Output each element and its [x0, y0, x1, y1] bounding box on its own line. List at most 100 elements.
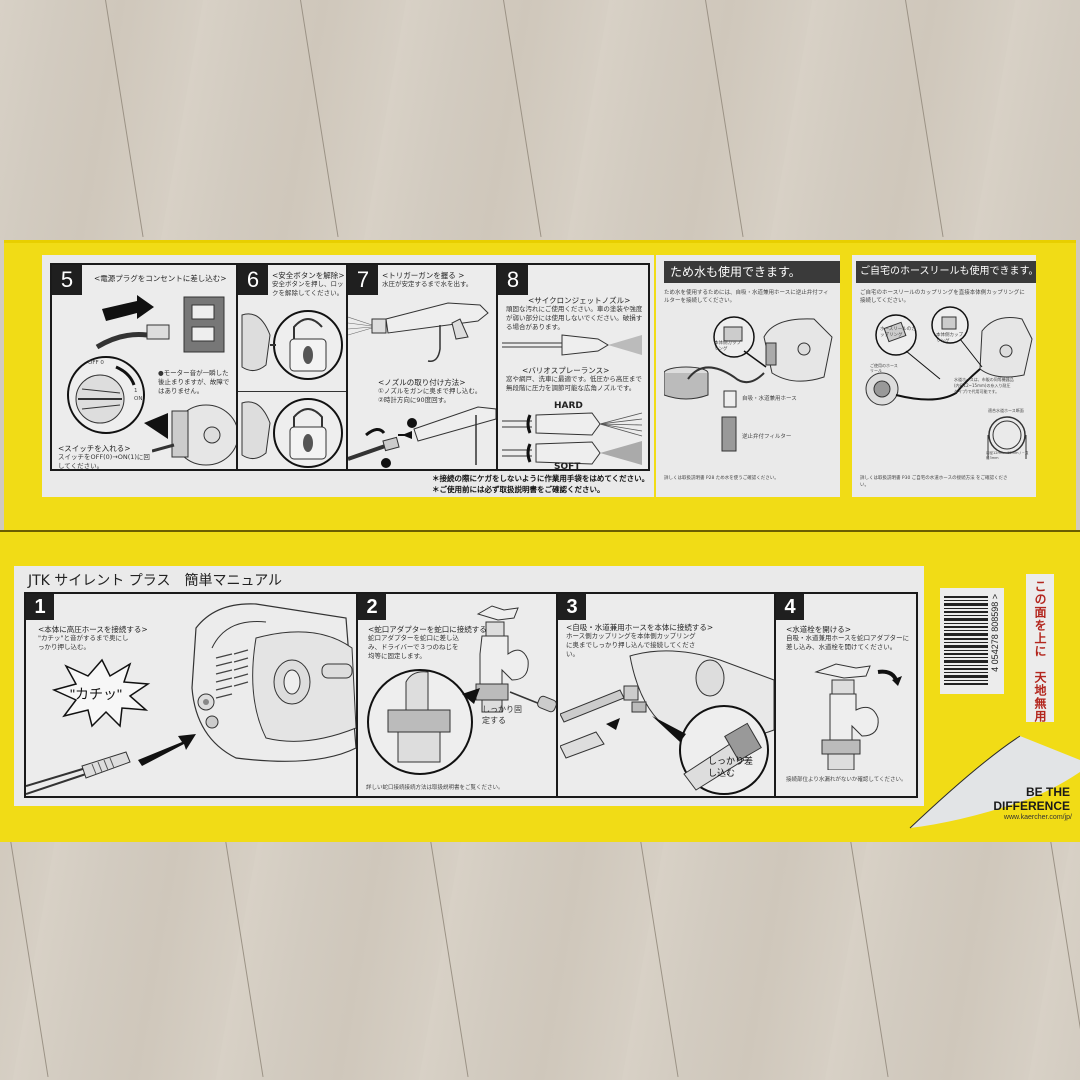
step-title: <蛇口アダプターを蛇口に接続する> — [368, 625, 494, 634]
nozzle-attach-illustration — [348, 406, 497, 468]
front-step-4-panel: 4 <水道栓を開ける> 自吸・水道兼用ホースを蛇口アダプターに差し込み、水道栓を… — [774, 592, 918, 798]
cyclone-nozzle-desc: 頑固な汚れにご使用ください。車の塗装や強度が弱い部分には使用しないでください。破… — [506, 305, 643, 331]
peeled-corner-graphic — [909, 735, 1080, 829]
nozzle-attach-title: <ノズルの取り付け方法> — [378, 378, 466, 387]
soft-label: SOFT — [554, 462, 581, 472]
motor-note: ●モーター音が一瞬した後止まりますが、故障ではありません。 — [158, 369, 230, 395]
front-step-1-panel: 1 <本体に高圧ホースを接続する> "カチッ"と音がするまで奥にしっかり押し込む… — [24, 592, 358, 798]
reel-panel-desc: ご自宅のホースリールのカップリングを直接本体側カップリングに接続してください。 — [860, 290, 1025, 304]
step-7-panel: 7 <トリガーガンを握る > 水圧が安定するまで水を出す。 <ノズルの取り付け方… — [346, 263, 498, 471]
barcode: 4 054278 808598 > — [940, 588, 1004, 694]
step-desc: 蛇口アダプターを蛇口に差し込み、ドライバーで３つのねじを均等に固定します。 — [368, 634, 459, 660]
tank-panel-header: ため水も使用できます。 — [664, 261, 840, 283]
trigger-gun-illustration — [348, 302, 489, 362]
reel-label-reel: ご使用のホースリール — [870, 363, 898, 373]
step-desc: 水圧が安定するまで水を出す。 — [382, 280, 473, 288]
step-title: <トリガーガンを握る > — [382, 271, 465, 280]
step-footer: 接続部位より水漏れがないか確認してください。 — [786, 777, 907, 783]
step-number: 2 — [358, 594, 386, 620]
locked-padlock-icon — [241, 398, 343, 468]
reel-label-dim: 内径12mm~15mm / ~直径3mm — [986, 451, 1029, 460]
tank-label-filter: 逆止弁付フィルター — [742, 434, 792, 440]
box-top-face: 5 <電源プラグをコンセントに差し込む> OFF 0 1 ON — [4, 240, 1076, 533]
footnote-gloves: ＊接続の際にケガをしないように作業用手袋をはめてください。 — [432, 474, 650, 483]
step-desc: 安全ボタンを押し、ロックを解除してください。 — [272, 280, 344, 297]
tank-water-panel: ため水も使用できます。 ため水を使用するためには、自吸・水道兼用ホースに逆止弁付… — [656, 255, 840, 497]
brand-slogan-line2: DIFFERENCE — [993, 799, 1070, 813]
orientation-label-box: この面を上に 天地無用 — [1026, 574, 1054, 723]
step-number: 8 — [498, 265, 528, 295]
cyclone-nozzle-title: <サイクロンジェットノズル> — [528, 296, 631, 305]
step-number: 5 — [52, 265, 82, 295]
step-number: 7 — [348, 265, 378, 295]
vario-lance-desc: 窓や網戸、洗車に最適です。低圧から高圧まで無段階に圧力を調節可能な広角ノズルです… — [506, 375, 642, 392]
step-title: <安全ボタンを解除> — [272, 271, 345, 280]
hose-reel-illustration — [865, 306, 1033, 406]
insert-callout: しっかり差し込む — [708, 757, 754, 779]
machine-body-illustration — [152, 404, 236, 466]
step-8-panel: 8 <サイクロンジェットノズル> 頑固な汚れにご使用ください。車の塗装や強度が弱… — [496, 263, 650, 472]
floor-seam — [503, 0, 542, 238]
this-side-up-label: この面を上に 天地無用 — [1033, 580, 1047, 723]
front-step-2-panel: 2 <蛇口アダプターを蛇口に接続する> 蛇口アダプターを蛇口に差し込み、ドライバ… — [356, 592, 558, 798]
tighten-callout: しっかり固定する — [482, 705, 522, 725]
cyclone-nozzle-illustration — [502, 334, 642, 356]
power-switch-dial-icon — [67, 356, 168, 439]
step-title: <水道栓を開ける> — [786, 625, 852, 634]
manual-title: JTK サイレント プラス 簡単マニュアル — [28, 573, 283, 589]
step-6-panel: 6 <安全ボタンを解除> 安全ボタンを押し、ロックを解除してください。 — [236, 263, 348, 471]
panel-divider — [238, 391, 346, 392]
floor-seam — [905, 0, 944, 238]
step-title: <電源プラグをコンセントに差し込む> — [94, 274, 227, 283]
tank-panel-footer: 詳しくは取扱説明書 P28 ため水を使うご確認ください。 — [664, 476, 779, 481]
step-number: 1 — [26, 594, 54, 620]
floor-seam — [300, 0, 339, 238]
step-title: <自吸・水道兼用ホースを本体に接続する> — [566, 623, 714, 632]
step-desc: "カチッ"と音がするまで奥にしっかり押し込む。 — [38, 634, 129, 651]
step-number: 4 — [776, 594, 804, 620]
step-number: 3 — [558, 594, 586, 620]
floor-seam — [1050, 839, 1080, 1078]
high-pressure-hose-illustration — [26, 734, 196, 795]
hose-cross-section-icon — [987, 416, 1027, 459]
dial-on-label: 1 ON — [134, 388, 143, 402]
click-burst-icon — [52, 658, 151, 728]
step-footer: 詳しい蛇口接続接続方法は取扱説明書をご覧ください。 — [366, 785, 504, 791]
step-desc: ホース側カップリングを本体側カップリングに奥までしっかり押し込んで接続してくださ… — [566, 632, 696, 658]
nozzle-attach-step2: ②時計方向に90度回す。 — [378, 396, 450, 404]
reel-label-cross-section: 適合水道ホース断面 — [988, 408, 1024, 413]
barcode-digits: 4 054278 808598 > — [990, 594, 1000, 672]
reel-label-body-coupling: 本体側カップリング — [936, 333, 963, 344]
floor-seam — [850, 839, 889, 1078]
switch-title: <スイッチを入れる> — [58, 444, 131, 453]
switch-desc: スイッチをOFF(0)→ON(1)に回してください。 — [58, 453, 150, 470]
open-faucet-illustration — [814, 663, 902, 770]
machine-front-illustration — [191, 603, 357, 762]
tank-label-hose: 自吸・水道兼用ホース — [742, 396, 797, 402]
reel-panel-footer: 詳しくは取扱説明書 P30 ご自宅の水道ホースの接続方法 をご確認ください。 — [860, 476, 1008, 488]
barcode-bars — [944, 596, 988, 685]
plug-outlet-illustration — [95, 295, 225, 353]
step-desc: 自吸・水道兼用ホースを蛇口アダプターに差し込み、水道栓を開けてください。 — [786, 634, 910, 651]
tank-label-coupling: 本体側カップリング — [714, 341, 741, 352]
step-title: <本体に高圧ホースを接続する> — [38, 625, 148, 634]
hard-label: HARD — [554, 401, 583, 411]
nozzle-attach-step1: ①ノズルをガンに奥まで押し込む。 — [378, 387, 482, 395]
floor-seam — [430, 839, 469, 1078]
brand-url: www.kaercher.com/jp/ — [1003, 814, 1072, 821]
reel-panel-header: ご自宅のホースリールも使用できます。 — [856, 261, 1039, 283]
manual-sheet: JTK サイレント プラス 簡単マニュアル 1 <本体に高圧ホースを接続する> … — [14, 566, 924, 806]
brand-slogan-line1: BE THE — [1025, 785, 1070, 799]
dial-off-label: OFF 0 — [88, 360, 104, 366]
faucet-adapter-illustration — [367, 605, 557, 775]
vario-soft-spray-illustration — [502, 441, 642, 465]
reel-label-reel-coupling: ホースリールのカップリング — [880, 327, 916, 338]
step-number: 6 — [238, 265, 268, 295]
floor-seam — [105, 0, 144, 238]
unlock-padlock-icon — [241, 310, 343, 380]
footnote-manual: ＊ご使用前には必ず取扱説明書をご確認ください。 — [432, 485, 605, 494]
floor-seam — [705, 0, 744, 238]
click-sound-label: "カチッ" — [70, 686, 122, 702]
floor-seam — [640, 839, 679, 1078]
steps-sheet: 5 <電源プラグをコンセントに差し込む> OFF 0 1 ON — [42, 255, 654, 497]
